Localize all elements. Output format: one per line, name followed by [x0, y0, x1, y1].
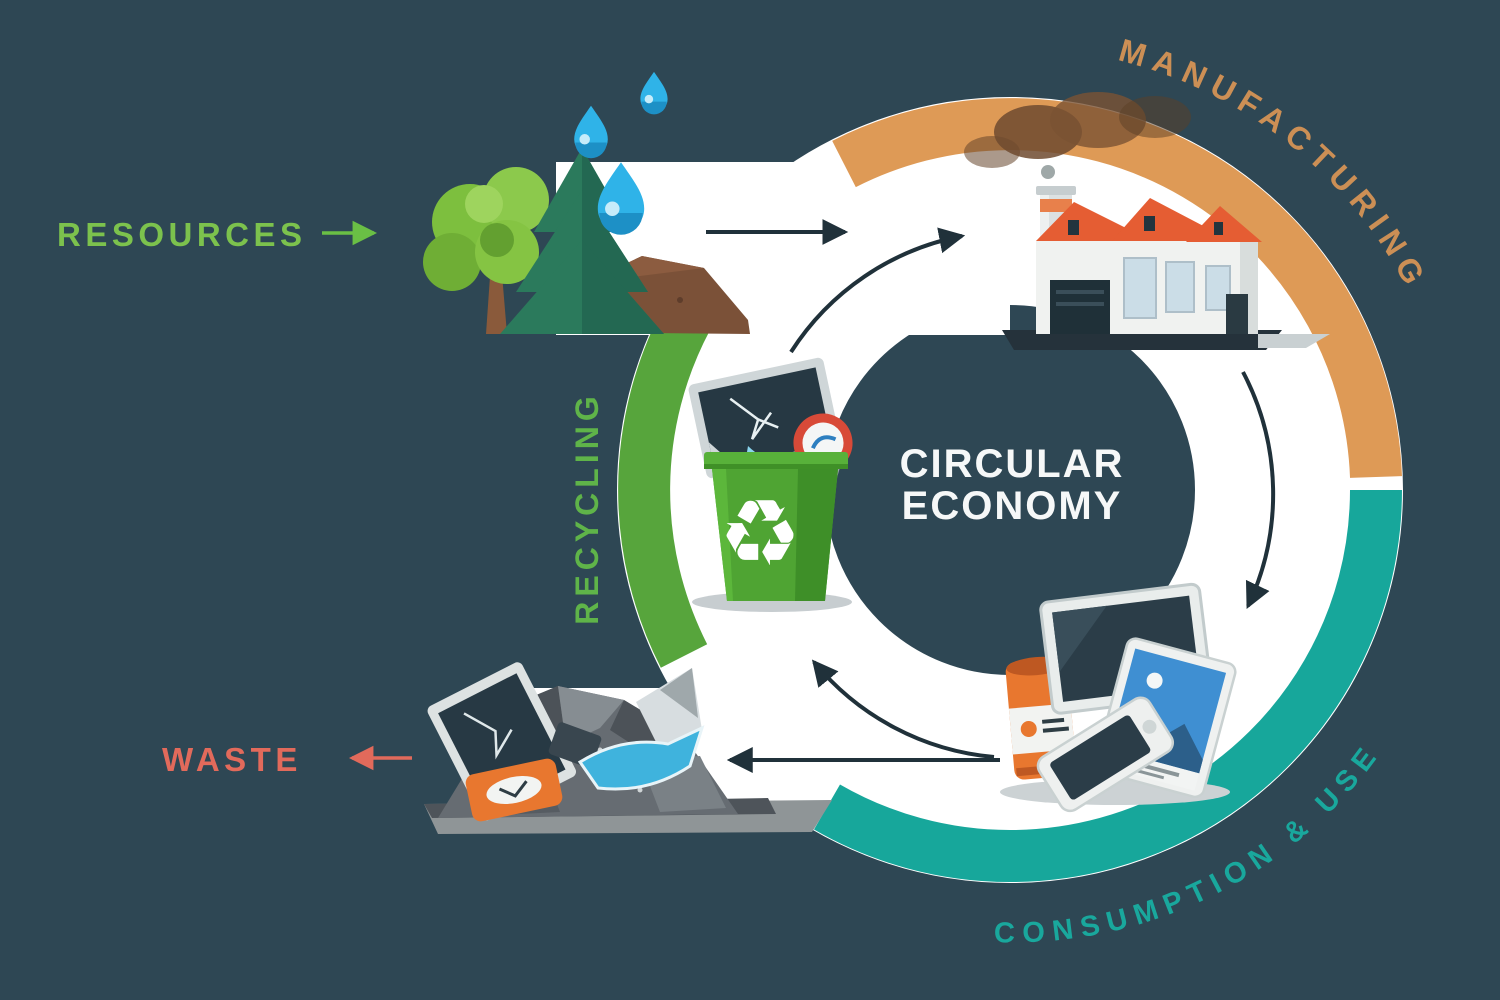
door-line: [1056, 290, 1104, 294]
center-title-line1: CIRCULAR: [900, 442, 1125, 486]
arrow-to-consumption: [1241, 371, 1276, 609]
factory-icon: [1002, 165, 1330, 350]
manufacturing-arc: [832, 98, 1402, 478]
factory-window: [1165, 261, 1195, 313]
sawtooth-roof: [1186, 206, 1262, 242]
orange-fragment: [465, 758, 563, 822]
factory-window: [1205, 265, 1231, 311]
roof-window: [1144, 216, 1155, 231]
bin-side-shade: [795, 469, 838, 601]
round-tree: [423, 167, 549, 334]
recycling-arc: [618, 305, 711, 668]
resources-label: RESOURCES: [57, 216, 307, 253]
factory-door: [1050, 280, 1110, 334]
arrow-to-manufacturing: [789, 227, 966, 354]
side-door: [1226, 294, 1248, 334]
soil-speck: [677, 297, 683, 303]
waste-label: WASTE: [162, 741, 302, 778]
roof-window: [1068, 220, 1079, 235]
flow-arrows: [706, 219, 1276, 773]
glass-fragment: [577, 725, 705, 791]
center-title-line2: ECONOMY: [902, 484, 1123, 528]
roof-window: [1214, 222, 1223, 235]
factory-window: [1123, 257, 1157, 319]
bin-highlight: [712, 469, 733, 601]
recycle-bin-icon: ♻: [688, 357, 853, 612]
arrow-to-recycling: [811, 659, 995, 759]
consumption-arc: [814, 489, 1402, 883]
chimney-puff: [1041, 165, 1055, 179]
factory-ground: [1002, 330, 1282, 350]
heap-speck: [637, 787, 643, 793]
water-drop-icon: [574, 105, 608, 159]
resources-icon: [423, 71, 750, 334]
chimney-cap: [1036, 186, 1076, 195]
smartphone: [1036, 696, 1175, 813]
door-line: [1056, 302, 1104, 306]
water-drop-icon: [640, 71, 668, 115]
chimney-band: [1040, 199, 1072, 212]
smoke-cloud: [964, 92, 1191, 168]
metal-shard-shade: [660, 668, 698, 718]
water-drop-icon: [597, 162, 645, 235]
devices-icon: [1000, 582, 1237, 813]
factory-shadow: [1258, 334, 1330, 348]
recycle-symbol-icon: ♻: [719, 483, 801, 585]
bin-lid-shade: [704, 464, 848, 469]
recycling-label: RECYCLING: [569, 391, 605, 624]
waste-pile-icon: [424, 662, 832, 834]
